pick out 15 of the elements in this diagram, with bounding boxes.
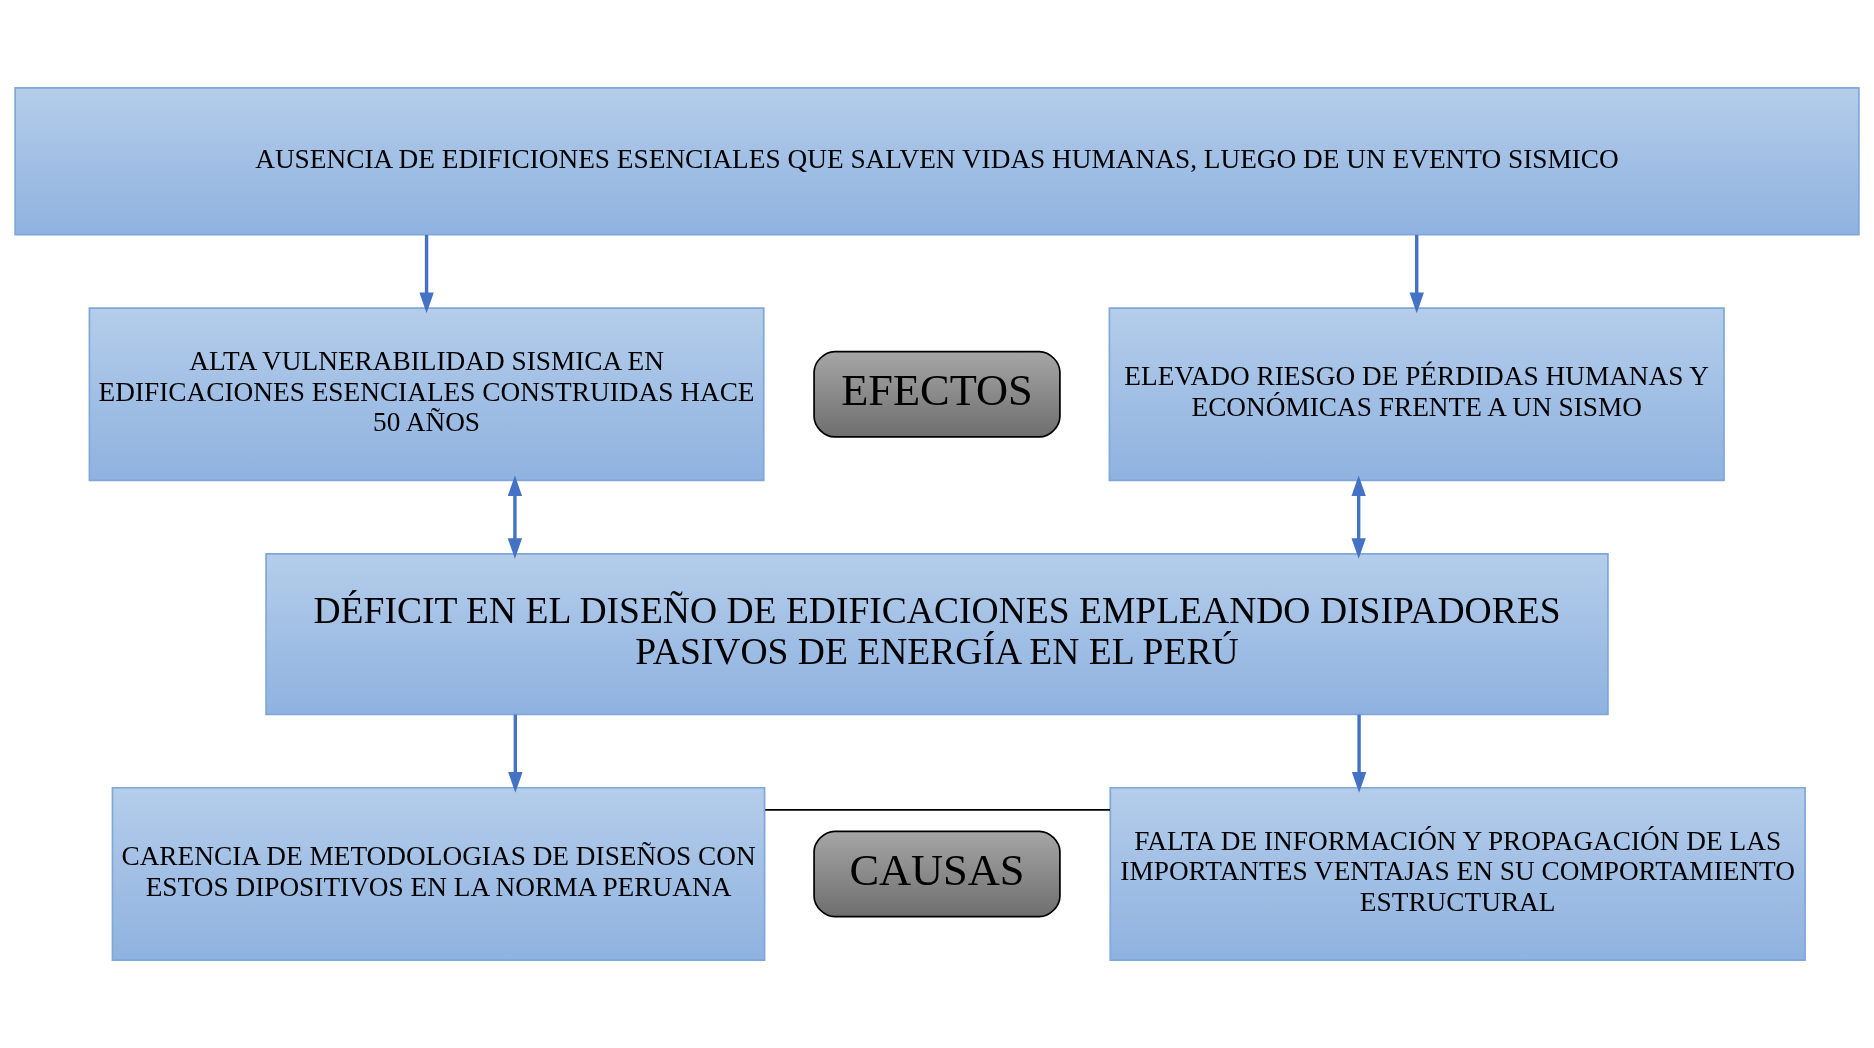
arrow bbox=[508, 714, 523, 793]
node-box: FALTA DE INFORMACIÓN Y PROPAGACIÓN DE LAS IMPORTANTES VENTAJAS EN SU COMPORTAMIENTO ESTRUCTURAL bbox=[1109, 786, 1806, 962]
arrow bbox=[1409, 234, 1424, 314]
node-box: ALTA VULNERABILIDAD SISMICA EN EDIFICACIONES ESENCIALES CONSTRUIDAS HACE 50 AÑOS bbox=[88, 307, 765, 482]
node-box: ELEVADO RIESGO DE PÉRDIDAS HUMANAS Y ECONÓMICAS FRENTE A UN SISMO bbox=[1108, 307, 1725, 482]
arrow bbox=[419, 234, 434, 314]
node-box: CARENCIA DE METODOLOGIAS DE DISEÑOS CON ESTOS DIPOSITIVOS EN LA NORMA PERUANA bbox=[111, 786, 766, 962]
arrow bbox=[507, 475, 523, 559]
node-box: EFECTOS bbox=[813, 350, 1061, 438]
node-box: CAUSAS bbox=[813, 830, 1061, 918]
node-box: AUSENCIA DE EDIFICIONES ESENCIALES QUE SALVEN VIDAS HUMANAS, LUEGO DE UN EVENTO SISMICO bbox=[14, 86, 1860, 236]
arrow bbox=[1351, 475, 1366, 559]
node-box: DÉFICIT EN EL DISEÑO DE EDIFICACIONES EMPLEANDO DISIPADORES PASIVOS DE ENERGÍA EN EL PERÚ bbox=[265, 553, 1609, 716]
connector bbox=[764, 809, 1111, 811]
arrow bbox=[1351, 714, 1367, 793]
